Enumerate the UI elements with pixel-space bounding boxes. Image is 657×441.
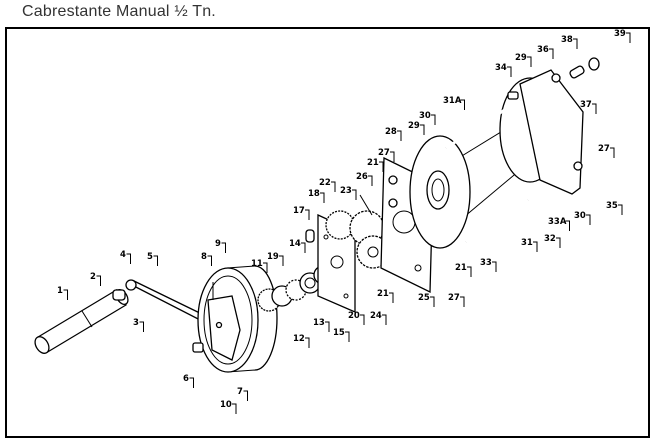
drawing-frame: [5, 27, 650, 438]
part-label-33: 33: [480, 258, 492, 268]
part-label-25: 25: [418, 293, 430, 303]
leader-line: [507, 66, 512, 77]
part-label-13: 13: [313, 318, 325, 328]
part-label-31: 31: [521, 238, 533, 248]
part-label-6: 6: [183, 374, 189, 384]
part-label-27: 27: [598, 144, 610, 154]
leader-line: [263, 262, 268, 273]
leader-line: [533, 241, 538, 252]
leader-line: [153, 255, 158, 266]
leader-line: [460, 296, 465, 307]
leader-line: [63, 289, 68, 300]
part-label-12: 12: [293, 334, 305, 344]
cable-drum: [409, 77, 561, 249]
leader-line: [96, 275, 101, 286]
leader-line: [279, 255, 284, 266]
part-label-21: 21: [455, 263, 467, 273]
leader-line: [460, 99, 465, 110]
part-label-30: 30: [574, 211, 586, 221]
part-label-29: 29: [408, 121, 420, 131]
part-label-21: 21: [367, 158, 379, 168]
part-label-30: 30: [419, 111, 431, 121]
leader-line: [430, 296, 435, 307]
part-label-15: 15: [333, 328, 345, 338]
part-label-21: 21: [377, 289, 389, 299]
handle-grip: [34, 288, 129, 354]
part-label-9: 9: [215, 239, 221, 249]
leader-line: [345, 331, 350, 342]
leader-line: [492, 261, 497, 272]
leader-line: [382, 314, 387, 325]
part-label-33a: 33A: [548, 217, 567, 227]
leader-line: [573, 38, 578, 49]
part-label-31a: 31A: [443, 96, 462, 106]
leader-line: [126, 253, 131, 264]
part-label-20: 20: [348, 311, 360, 321]
leader-line: [360, 314, 365, 325]
part-label-36: 36: [537, 45, 549, 55]
leader-line: [527, 56, 532, 67]
leader-line: [139, 321, 144, 332]
part-label-32: 32: [544, 234, 556, 244]
part-label-29: 29: [515, 53, 527, 63]
leader-line: [389, 292, 394, 303]
leader-line: [379, 161, 384, 172]
leader-line: [586, 214, 591, 225]
leader-line: [431, 114, 436, 125]
part-label-1: 1: [57, 286, 63, 296]
part-label-27: 27: [448, 293, 460, 303]
part-label-5: 5: [147, 252, 153, 262]
leader-line: [390, 151, 395, 162]
part-label-24: 24: [370, 311, 382, 321]
part-label-4: 4: [120, 250, 126, 260]
side-plate-right: [507, 57, 600, 195]
leader-line: [305, 209, 310, 220]
part-label-8: 8: [201, 252, 207, 262]
leader-line: [221, 242, 226, 253]
part-label-17: 17: [293, 206, 305, 216]
part-label-34: 34: [495, 63, 507, 73]
leader-line: [610, 147, 615, 158]
part-label-11: 11: [251, 259, 263, 269]
part-label-23: 23: [340, 186, 352, 196]
part-label-19: 19: [267, 252, 279, 262]
leader-line: [320, 192, 325, 203]
leader-line: [592, 103, 597, 114]
leader-line: [207, 255, 212, 266]
part-label-22: 22: [319, 178, 331, 188]
part-label-28: 28: [385, 127, 397, 137]
leader-line: [549, 48, 554, 59]
leader-line: [352, 189, 357, 200]
leader-line: [556, 237, 561, 248]
part-label-18: 18: [308, 189, 320, 199]
page-title: Cabrestante Manual ½ Tn.: [22, 3, 216, 20]
leader-line: [626, 32, 631, 43]
leader-line: [325, 321, 330, 332]
leader-line: [368, 175, 373, 186]
leader-line: [467, 266, 472, 277]
leader-line: [189, 377, 194, 388]
leader-line: [232, 403, 237, 414]
leader-line: [420, 124, 425, 135]
part-label-35: 35: [606, 201, 618, 211]
part-label-39: 39: [614, 29, 626, 39]
part-label-27: 27: [378, 148, 390, 158]
brake-housing: [192, 265, 278, 373]
part-label-7: 7: [237, 387, 243, 397]
part-label-14: 14: [289, 239, 301, 249]
part-label-10: 10: [220, 400, 232, 410]
part-label-37: 37: [580, 100, 592, 110]
part-label-2: 2: [90, 272, 96, 282]
leader-line: [331, 181, 336, 192]
leader-line: [305, 337, 310, 348]
leader-line: [397, 130, 402, 141]
leader-line: [301, 242, 306, 253]
gear-set: [325, 194, 413, 269]
leader-line: [618, 204, 623, 215]
leader-line: [243, 390, 248, 401]
part-label-3: 3: [133, 318, 139, 328]
part-label-38: 38: [561, 35, 573, 45]
part-label-26: 26: [356, 172, 368, 182]
leader-line: [565, 220, 570, 231]
